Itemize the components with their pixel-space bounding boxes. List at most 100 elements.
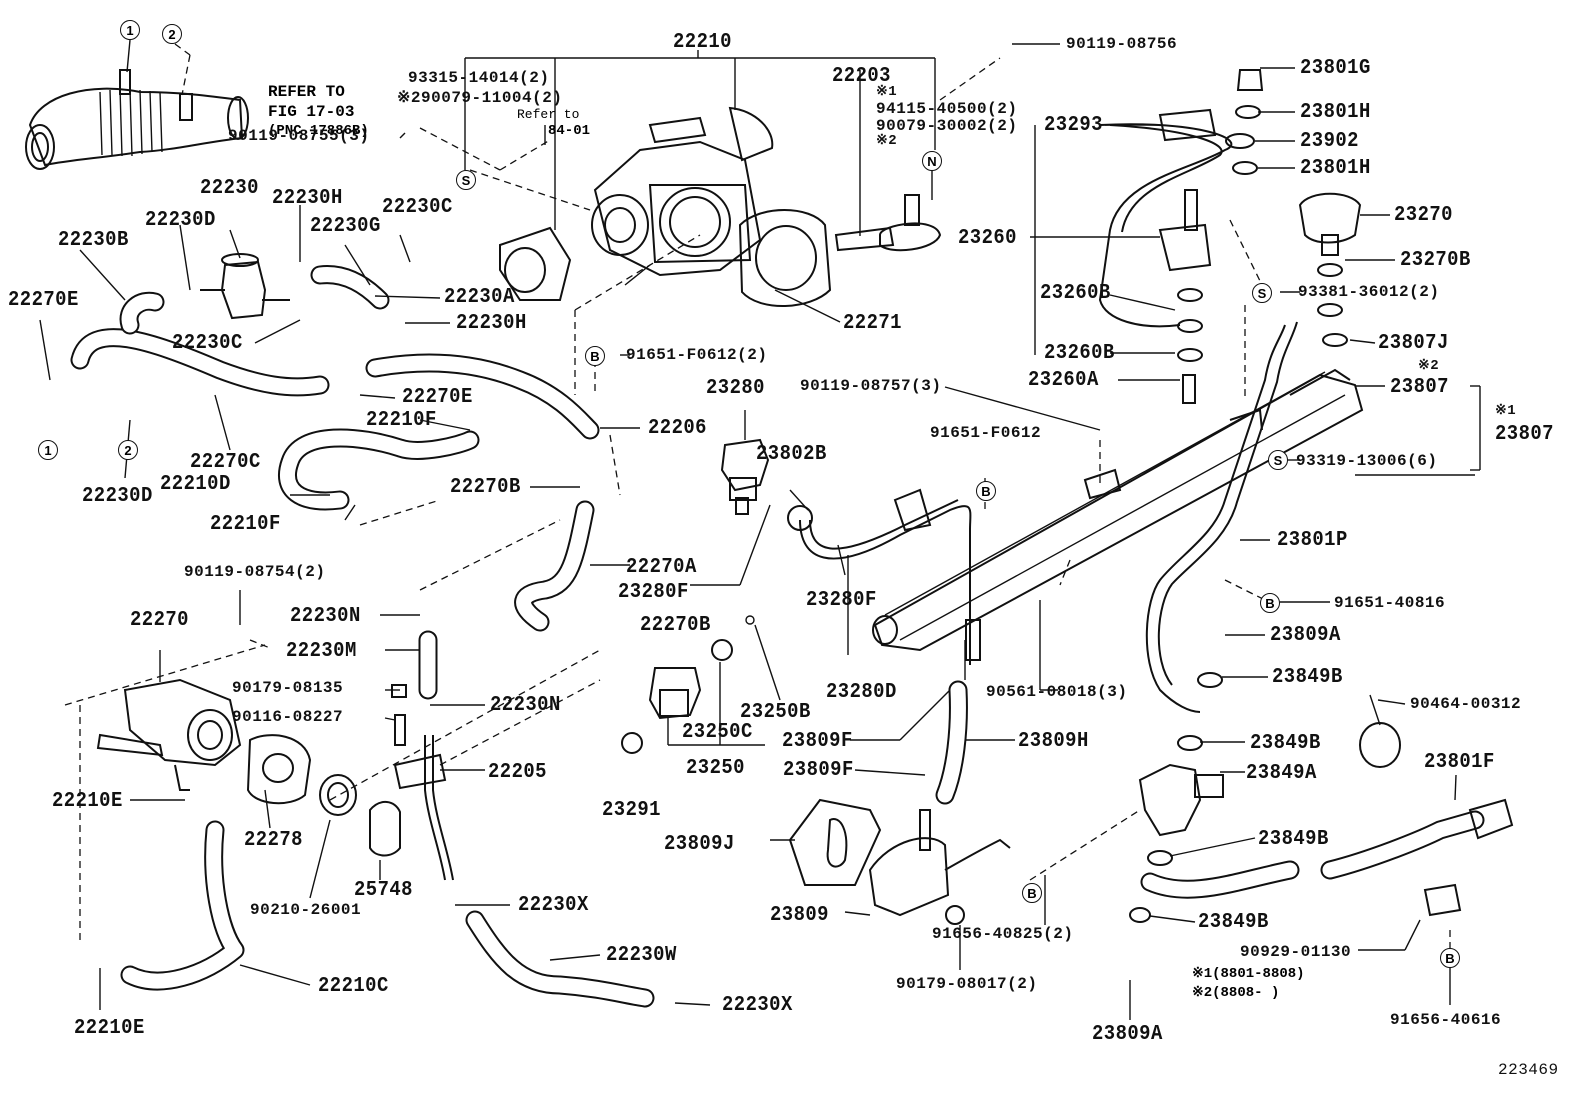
part-23250B: 23250B xyxy=(740,701,811,724)
refer-to-a-text: Refer to xyxy=(517,107,580,122)
part-22230H-b: 22230H xyxy=(456,312,527,335)
part-22210D: 22210D xyxy=(160,473,231,496)
part-22230N-b: 22230N xyxy=(490,694,561,717)
part-23801H-a: 23801H xyxy=(1300,101,1371,124)
part-22210F-b: 22210F xyxy=(210,513,281,536)
part-22230A: 22230A xyxy=(444,286,515,309)
part-90079-30002: 90079-30002(2) xyxy=(876,117,1018,135)
callout-circle-1-b: 1 xyxy=(38,440,58,460)
part-90210: 90210-26001 xyxy=(250,901,362,919)
part-22230B: 22230B xyxy=(58,229,129,252)
part-22230C-b: 22230C xyxy=(172,332,243,355)
part-23809A-b: 23809A xyxy=(1092,1023,1163,1046)
part-22270B-b: 22270B xyxy=(640,614,711,637)
part-23250C: 23250C xyxy=(682,721,753,744)
injector-drawing xyxy=(621,615,781,754)
part-23849B-b: 23849B xyxy=(1250,732,1321,755)
part-90179-08017: 90179-08017(2) xyxy=(896,975,1038,993)
hose-23801f-drawing xyxy=(1359,694,1514,917)
part-22278: 22278 xyxy=(244,829,303,852)
callout-circle-b-e: B xyxy=(1440,948,1460,968)
part-25748: 25748 xyxy=(354,879,413,902)
part-23849A: 23849A xyxy=(1246,762,1317,785)
part-90464: 90464-00312 xyxy=(1410,695,1522,713)
part-22206: 22206 xyxy=(648,417,707,440)
part-22270E-b: 22270E xyxy=(402,386,473,409)
part-22210E-a: 22210E xyxy=(52,790,123,813)
note-line-2: ※2(8808- ) xyxy=(1192,985,1280,1001)
part-93381: 93381-36012(2) xyxy=(1298,283,1440,301)
callout-circle-s-c: S xyxy=(1268,450,1288,470)
refer-to-b-text: 84-01 xyxy=(548,123,591,139)
gasket-22278-drawing xyxy=(246,734,401,857)
part-290079: ※290079-11004(2) xyxy=(397,89,563,107)
callout-circle-s-b: S xyxy=(1252,283,1272,303)
part-22210E-b: 22210E xyxy=(74,1017,145,1040)
part-22230H-a: 22230H xyxy=(272,187,343,210)
part-22230C-a: 22230C xyxy=(382,196,453,219)
part-23809: 23809 xyxy=(770,904,829,927)
part-23280F-a: 23280F xyxy=(618,581,689,604)
part-23902: 23902 xyxy=(1300,130,1359,153)
part-23849B-d: 23849B xyxy=(1198,911,1269,934)
part-22210F-a: 22210F xyxy=(366,409,437,432)
part-23809J: 23809J xyxy=(664,833,735,856)
part-23801F: 23801F xyxy=(1424,751,1495,774)
part-90179-08135: 90179-08135 xyxy=(232,679,344,697)
callout-circle-2-b: 2 xyxy=(118,440,138,460)
vsv-23849a-drawing xyxy=(1129,672,1224,923)
part-23809A-a: 23809A xyxy=(1270,624,1341,647)
sensor-22203-drawing xyxy=(834,70,942,252)
air-intake-hose-drawing xyxy=(25,39,249,170)
part-23260A: 23260A xyxy=(1028,369,1099,392)
part-90119-08757: 90119-08757(3) xyxy=(800,377,942,395)
part-22230X-a: 22230X xyxy=(518,894,589,917)
part-22271: 22271 xyxy=(843,312,902,335)
part-23809F-a: 23809F xyxy=(782,730,853,753)
fuel-rail-drawing xyxy=(872,368,1364,652)
part-23807: 23807 xyxy=(1390,376,1449,399)
part-23801P: 23801P xyxy=(1277,529,1348,552)
gasket-22271-drawing xyxy=(738,209,832,308)
part-22270A: 22270A xyxy=(626,556,697,579)
refer-fig-text: FIG 17-03 xyxy=(268,103,355,121)
part-91651-F0612: 91651-F0612 xyxy=(930,424,1042,442)
pressure-regulator-drawing xyxy=(720,410,770,515)
note-90079: ※2 xyxy=(876,133,898,149)
part-22230W: 22230W xyxy=(606,944,677,967)
part-22230M: 22230M xyxy=(286,640,357,663)
note-23807-1: ※1 xyxy=(1495,403,1517,419)
callout-circle-2: 2 xyxy=(162,24,182,44)
note-line-1: ※1(8801-8808) xyxy=(1192,966,1305,982)
solid-leader-lines xyxy=(39,43,1481,1020)
part-22230G: 22230G xyxy=(310,215,381,238)
part-23270B: 23270B xyxy=(1400,249,1471,272)
bracket-23809-drawing xyxy=(788,798,1011,925)
part-23849B-c: 23849B xyxy=(1258,828,1329,851)
refer-pnc-text: (PNC 17886B) xyxy=(268,123,369,139)
part-23280D: 23280D xyxy=(826,681,897,704)
callout-circle-b-b: B xyxy=(976,481,996,501)
part-90119-08754: 90119-08754(2) xyxy=(184,563,326,581)
callout-circle-b: B xyxy=(585,346,605,366)
vsv-22230-drawing xyxy=(200,229,290,320)
part-91651-F0612-2: 91651-F0612(2) xyxy=(626,346,768,364)
part-23270: 23270 xyxy=(1394,204,1453,227)
part-23801H-b: 23801H xyxy=(1300,157,1371,180)
callout-circle-b-c: B xyxy=(1260,593,1280,613)
part-22210: 22210 xyxy=(673,31,732,54)
part-91656-40616: 91656-40616 xyxy=(1390,1011,1502,1029)
part-22230D-b: 22230D xyxy=(82,485,153,508)
callout-circle-b-d: B xyxy=(1022,883,1042,903)
part-93319: 93319-13006(6) xyxy=(1296,452,1438,470)
part-23260B-b: 23260B xyxy=(1044,342,1115,365)
part-23807J: 23807J xyxy=(1378,332,1449,355)
part-23250: 23250 xyxy=(686,757,745,780)
part-22203: 22203 xyxy=(832,65,891,88)
part-23293: 23293 xyxy=(1044,114,1103,137)
valve-22270-drawing xyxy=(64,644,266,940)
part-23807-b: 23807 xyxy=(1495,423,1554,446)
part-23280: 23280 xyxy=(706,377,765,400)
part-90119-08755: 90119-08755(3) xyxy=(228,127,370,145)
